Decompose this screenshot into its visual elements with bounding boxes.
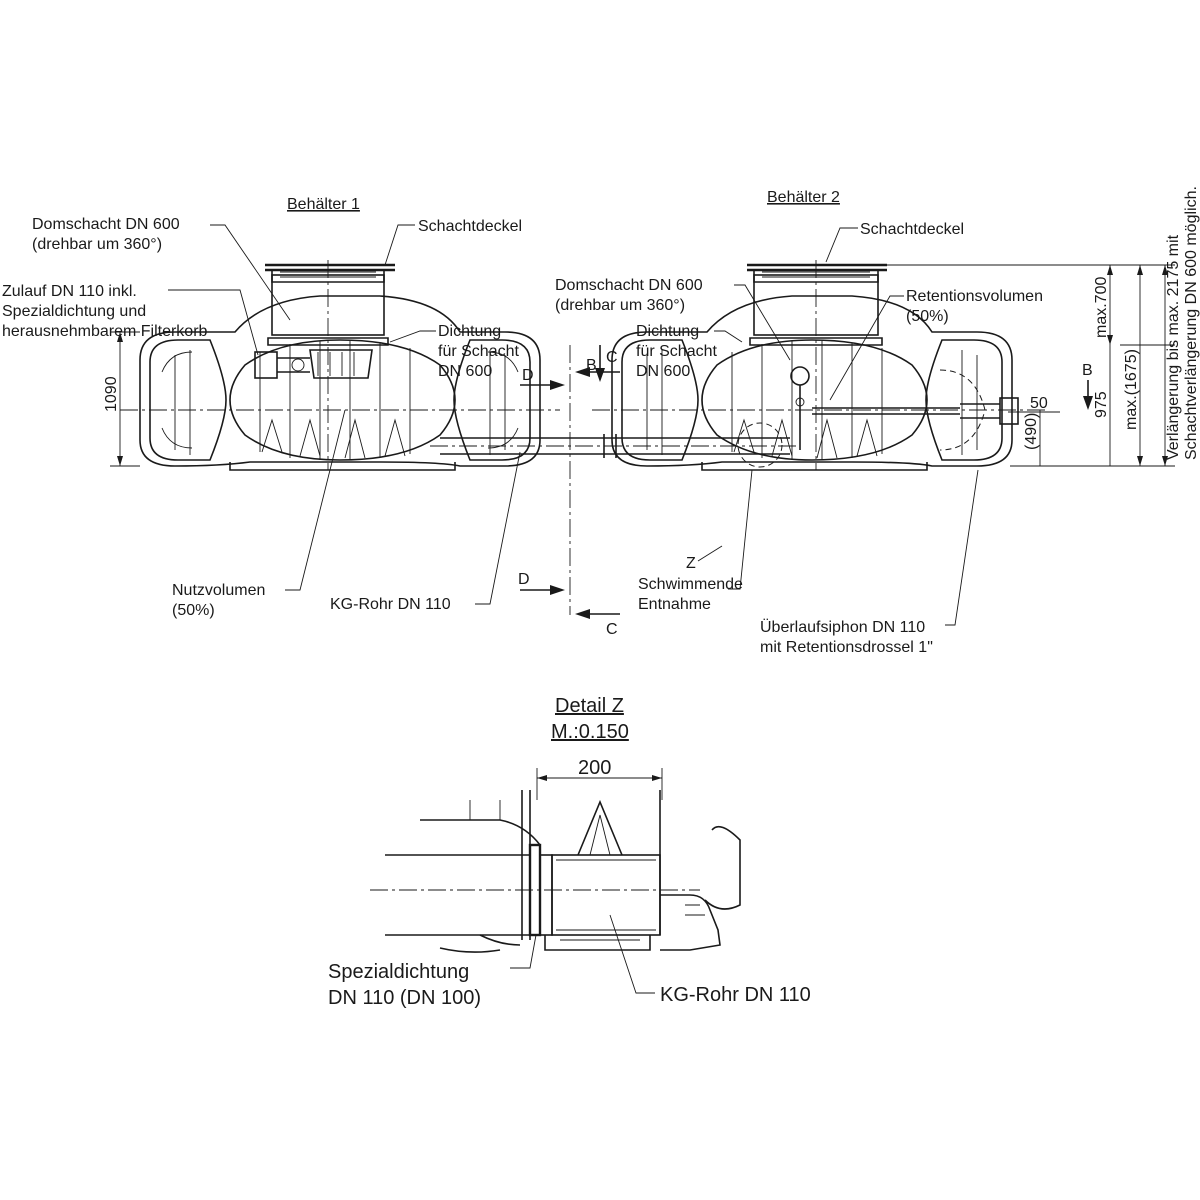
ueberlauf-label-1: Überlaufsiphon DN 110 <box>760 618 925 636</box>
section-c-bottom: C <box>606 621 618 638</box>
tank-1 <box>120 260 560 471</box>
verlaengerung-note-1: Verlängerung bis max. 2175 mit <box>1165 234 1182 460</box>
section-c-top: C <box>606 349 618 366</box>
detail-seal-label-1: Spezialdichtung <box>328 961 469 983</box>
dim-max-700: max.700 <box>1093 277 1110 338</box>
zulauf-label-3: herausnehmbarem Filterkorb <box>2 323 208 340</box>
section-b-right: B <box>1082 362 1093 379</box>
nutzvolumen-label-1: Nutzvolumen <box>172 582 265 599</box>
retention-label-1: Retentionsvolumen <box>906 288 1043 305</box>
schachtdeckel1-label: Schachtdeckel <box>418 218 522 235</box>
detail-dim-200: 200 <box>578 757 611 779</box>
retention-label-2: (50%) <box>906 308 949 325</box>
dimension-lines <box>110 264 1175 467</box>
zulauf-label-2: Spezialdichtung und <box>2 303 146 320</box>
domschacht1-label-1: Domschacht DN 600 <box>32 216 180 233</box>
section-arrows <box>520 345 1093 619</box>
tank1-title: Behälter 1 <box>287 196 360 213</box>
schwimmende-label-2: Entnahme <box>638 596 711 613</box>
dim-max-1675: max.(1675) <box>1123 349 1140 430</box>
dim-490: (490) <box>1023 413 1040 450</box>
detail-z-marker: Z <box>686 555 696 572</box>
nutzvolumen-label-2: (50%) <box>172 602 215 619</box>
detail-title: Detail Z <box>555 695 624 717</box>
dim-50: 50 <box>1030 395 1048 412</box>
schwimmende-label-1: Schwimmende <box>638 576 743 593</box>
domschacht2-label-2: (drehbar um 360°) <box>555 297 685 314</box>
kg-pipe <box>430 422 800 468</box>
domschacht2-label-1: Domschacht DN 600 <box>555 277 703 294</box>
leader-lines <box>168 224 979 626</box>
dichtung2-label-3: DN 600 <box>636 363 690 380</box>
detail-scale: M.:0.150 <box>551 721 629 743</box>
dichtung2-label-1: Dichtung <box>636 323 699 340</box>
dichtung1-label-3: DN 600 <box>438 363 492 380</box>
section-b-left: B <box>586 357 597 374</box>
verlaengerung-note-2: Schachtverlängerung DN 600 möglich. <box>1183 186 1200 460</box>
tank2-title: Behälter 2 <box>767 189 840 206</box>
kg-rohr-label: KG-Rohr DN 110 <box>330 596 451 613</box>
dim-975: 975 <box>1093 391 1110 418</box>
section-d-bottom: D <box>518 571 530 588</box>
detail-seal-label-2: DN 110 (DN 100) <box>328 987 481 1009</box>
zulauf-label-1: Zulauf DN 110 inkl. <box>2 283 137 300</box>
section-d-top: D <box>522 367 534 384</box>
dichtung1-label-1: Dichtung <box>438 323 501 340</box>
ueberlauf-label-2: mit Retentionsdrossel 1" <box>760 639 933 656</box>
dichtung1-label-2: für Schacht <box>438 343 519 360</box>
dim-1090: 1090 <box>103 376 120 412</box>
domschacht1-label-2: (drehbar um 360°) <box>32 236 162 253</box>
tank-2 <box>592 260 1045 471</box>
dichtung2-label-2: für Schacht <box>636 343 717 360</box>
schachtdeckel2-label: Schachtdeckel <box>860 221 964 238</box>
detail-kg-rohr-label: KG-Rohr DN 110 <box>660 984 811 1006</box>
detail-z: Detail Z M.:0.150 200 <box>370 695 741 994</box>
